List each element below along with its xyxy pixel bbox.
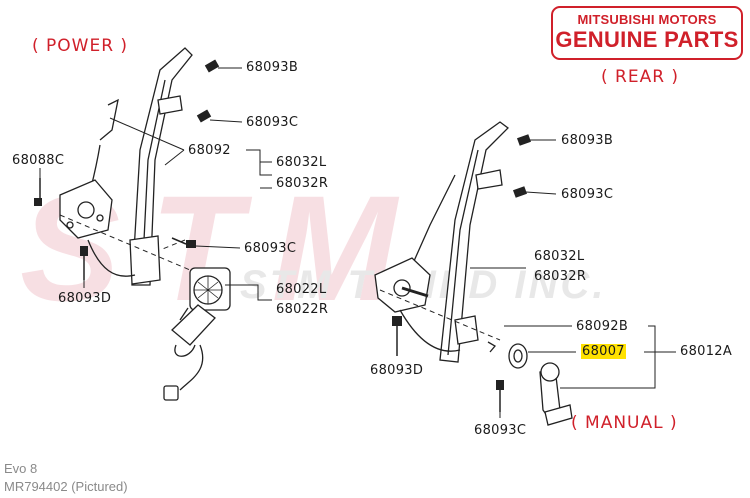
manual-regulator xyxy=(374,121,573,426)
part-label: 68012A xyxy=(680,344,733,359)
part-label: 68022R xyxy=(276,302,329,317)
part-label: 68093D xyxy=(370,363,424,378)
part-label: 68093B xyxy=(561,133,614,148)
part-label: 68093B xyxy=(246,60,299,75)
highlighted-part-number: 68007 xyxy=(581,344,626,359)
footer-model: Evo 8 xyxy=(4,461,38,476)
footer-part-number: MR794402 (Pictured) xyxy=(4,479,128,494)
manual-leader-lines xyxy=(470,139,676,418)
part-label-highlighted: 68007 xyxy=(581,344,626,359)
power-window-motor xyxy=(163,267,231,401)
part-label: 68032R xyxy=(276,176,329,191)
part-label: 68032L xyxy=(276,155,327,170)
part-label: 68032R xyxy=(534,269,587,284)
part-label: 68093C xyxy=(561,187,614,202)
part-label: 68093C xyxy=(244,241,297,256)
power-heading: ( POWER ) xyxy=(32,36,129,56)
window-crank-handle xyxy=(539,362,573,426)
power-regulator xyxy=(34,47,231,401)
part-label: 68092B xyxy=(576,319,629,334)
part-label: 68022L xyxy=(276,282,327,297)
part-label: 68093C xyxy=(474,423,527,438)
rear-heading: ( REAR ) xyxy=(601,67,680,87)
bolt-icon xyxy=(34,59,220,256)
brand-line2: GENUINE PARTS xyxy=(555,27,739,52)
part-label: 68032L xyxy=(534,249,585,264)
part-label: 68093D xyxy=(58,291,112,306)
part-label: 68088C xyxy=(12,153,65,168)
brand-line1: MITSUBISHI MOTORS xyxy=(577,12,717,27)
escutcheon-ring xyxy=(508,343,528,369)
power-leader-lines xyxy=(39,67,272,301)
part-label: 68093C xyxy=(246,115,299,130)
part-label: 68092 xyxy=(188,143,231,158)
genuine-parts-logo: MITSUBISHI MOTORS GENUINE PARTS xyxy=(551,6,743,60)
bolt-icon xyxy=(392,134,532,390)
manual-heading: ( MANUAL ) xyxy=(571,413,678,433)
